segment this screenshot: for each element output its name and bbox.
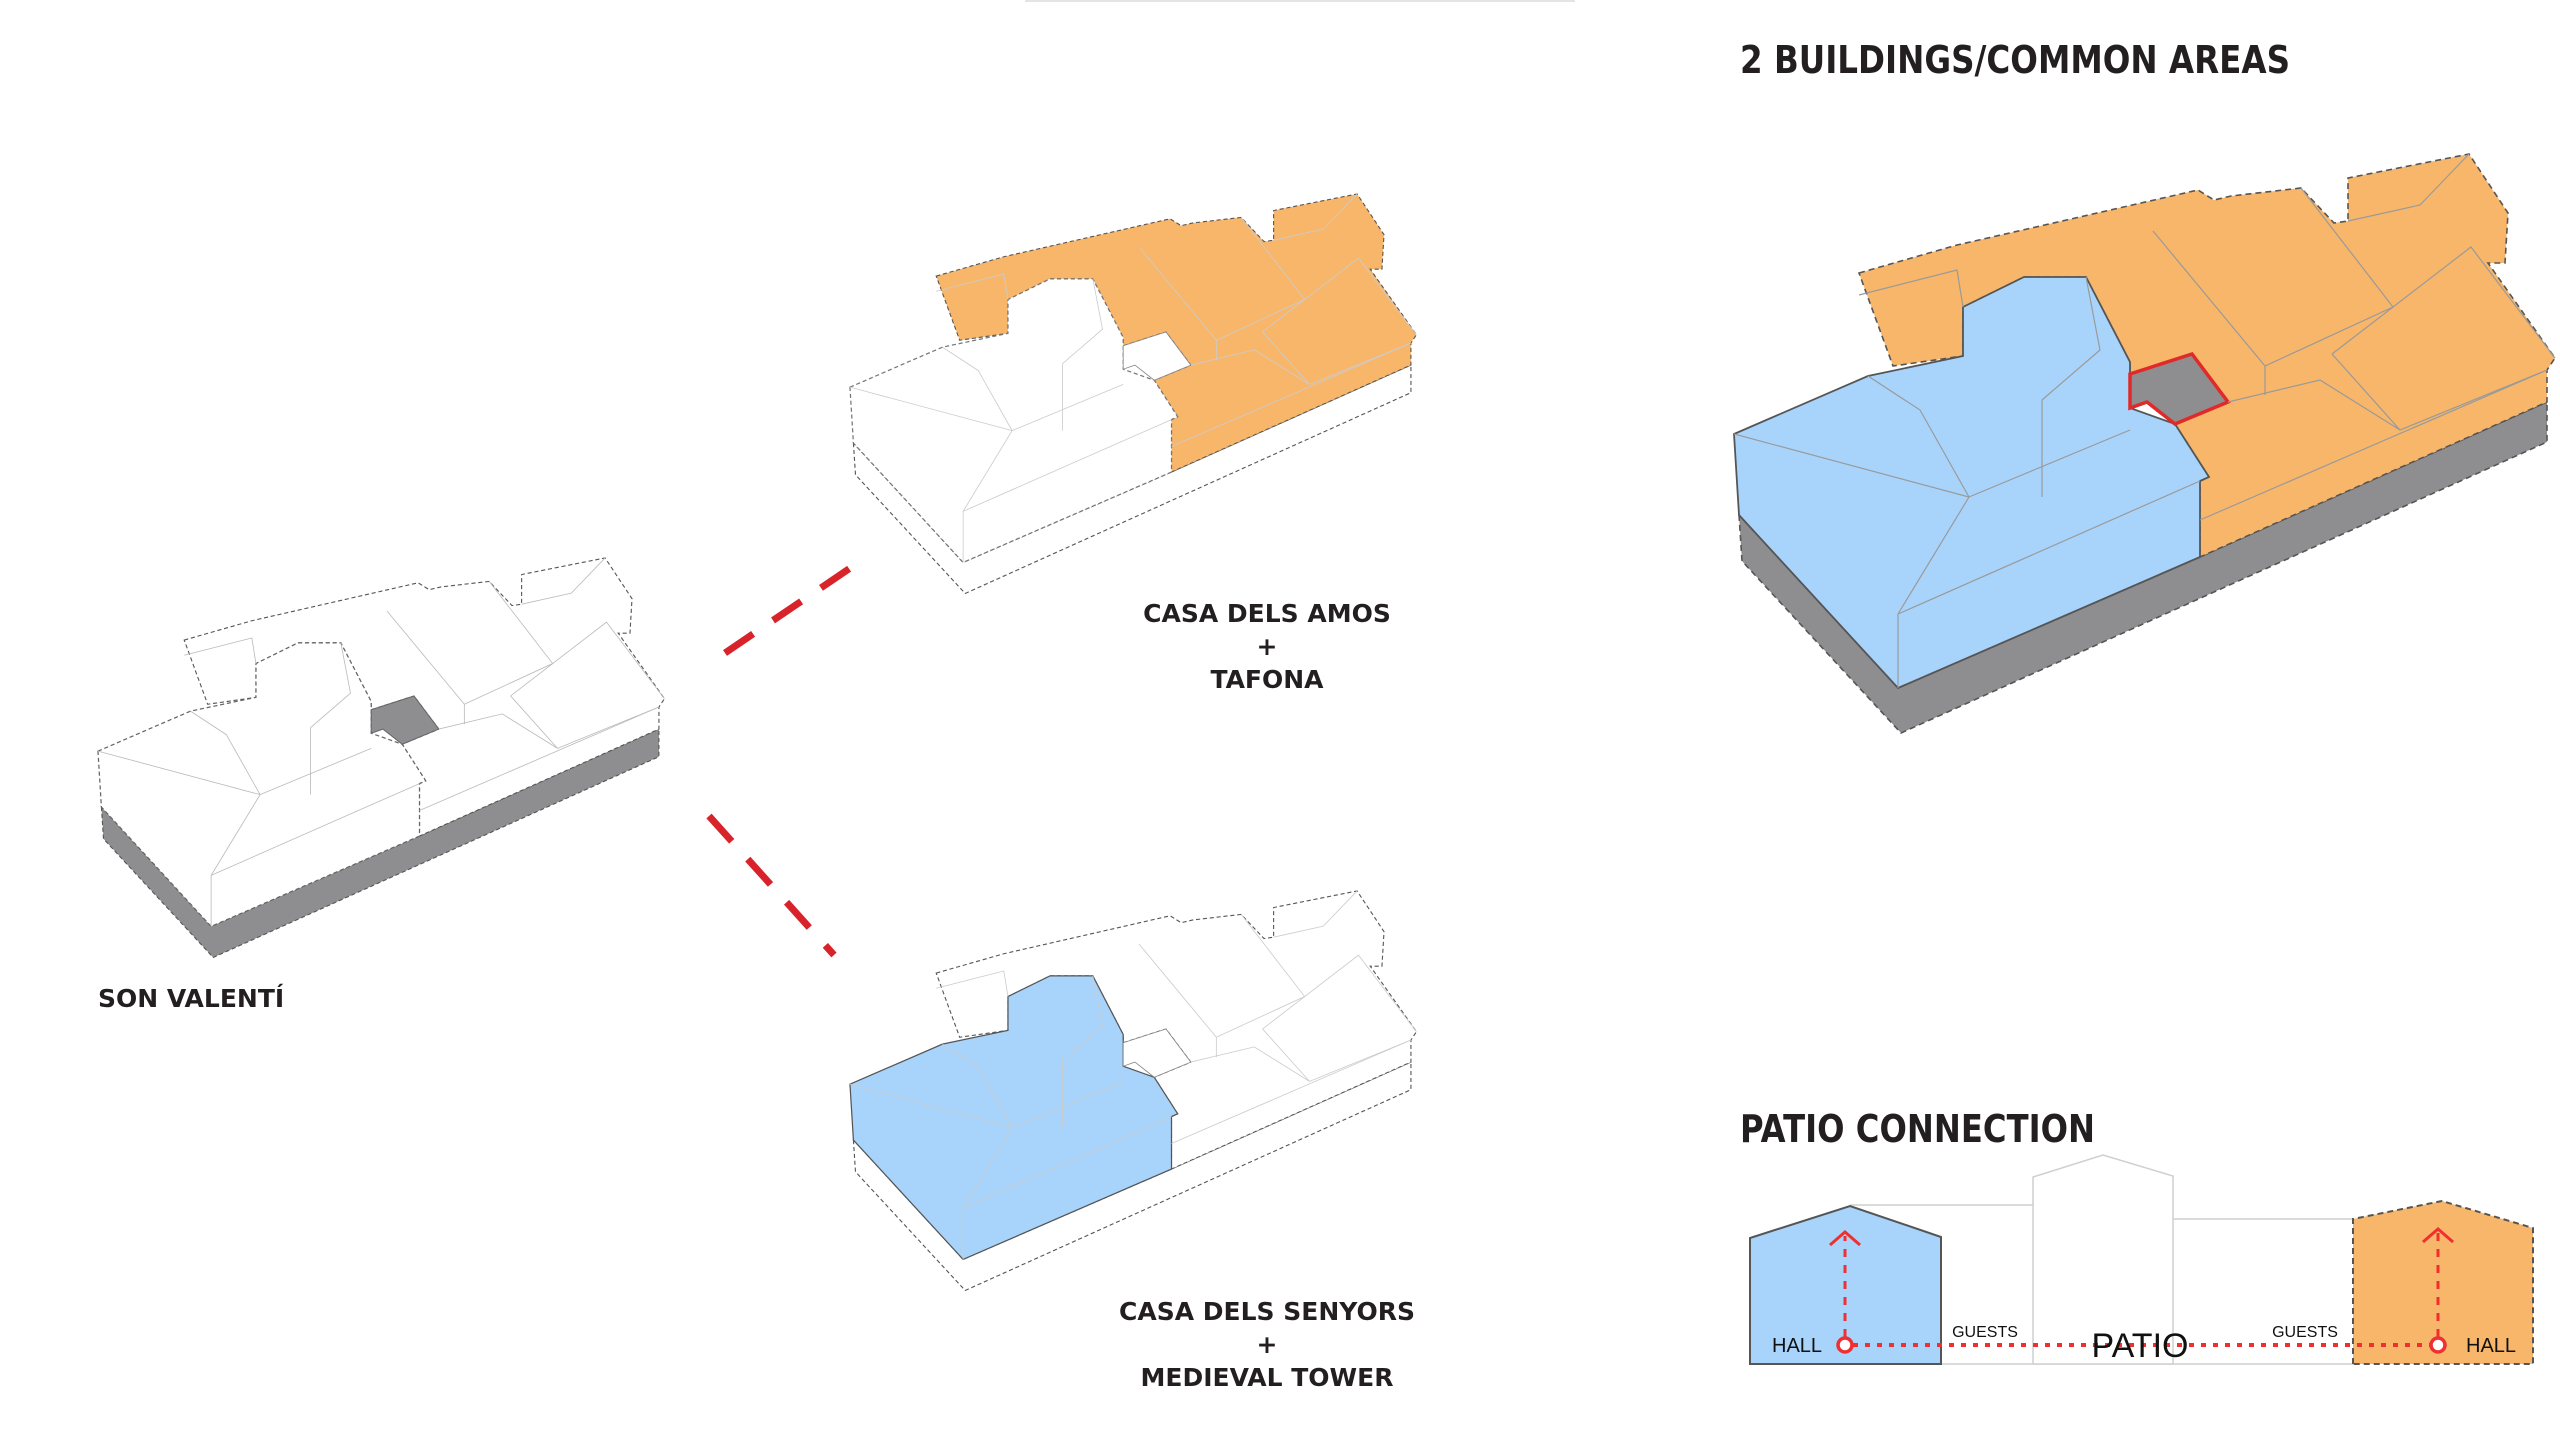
hall-right-building — [2352, 1199, 2534, 1365]
buildings-heading: 2 BUILDINGS/COMMON AREAS — [1740, 38, 2290, 82]
connector-to-casa-senyors — [706, 813, 837, 958]
patio-tall-building — [2032, 1154, 2174, 1365]
arrow-up-icon — [1829, 1230, 1861, 1247]
hall-right-node — [2429, 1336, 2447, 1354]
patio-section-diagram: HALL GUESTS PATIO GUESTS HALL — [1749, 1154, 2534, 1365]
hall-left-node — [1836, 1336, 1854, 1354]
model-casa-amos: CASA DELS AMOS + TAFONA — [848, 192, 1418, 694]
model-casa-senyors: CASA DELS SENYORS + MEDIEVAL TOWER — [848, 889, 1418, 1392]
arrow-up-icon — [2422, 1227, 2454, 1244]
casa-senyors-sublabel: MEDIEVAL TOWER — [1141, 1363, 1394, 1392]
model-two-buildings — [1732, 152, 2557, 735]
model-son-valenti: SON VALENTÍ — [96, 556, 666, 1013]
casa-senyors-plus: + — [1257, 1330, 1278, 1359]
guests-right-label: GUESTS — [2272, 1324, 2338, 1341]
son-valenti-label: SON VALENTÍ — [98, 984, 284, 1013]
casa-amos-sublabel: TAFONA — [1210, 665, 1324, 694]
hall-right-label: HALL — [2466, 1335, 2516, 1357]
patio-label: PATIO — [2092, 1327, 2189, 1365]
casa-amos-label: CASA DELS AMOS — [1143, 599, 1391, 628]
casa-senyors-label: CASA DELS SENYORS — [1119, 1297, 1415, 1326]
guests-left-label: GUESTS — [1952, 1324, 2018, 1341]
hall-left-label: HALL — [1772, 1335, 1822, 1357]
patio-heading: PATIO CONNECTION — [1740, 1107, 2095, 1151]
connector-to-casa-amos — [723, 555, 867, 656]
casa-amos-plus: + — [1257, 632, 1278, 661]
